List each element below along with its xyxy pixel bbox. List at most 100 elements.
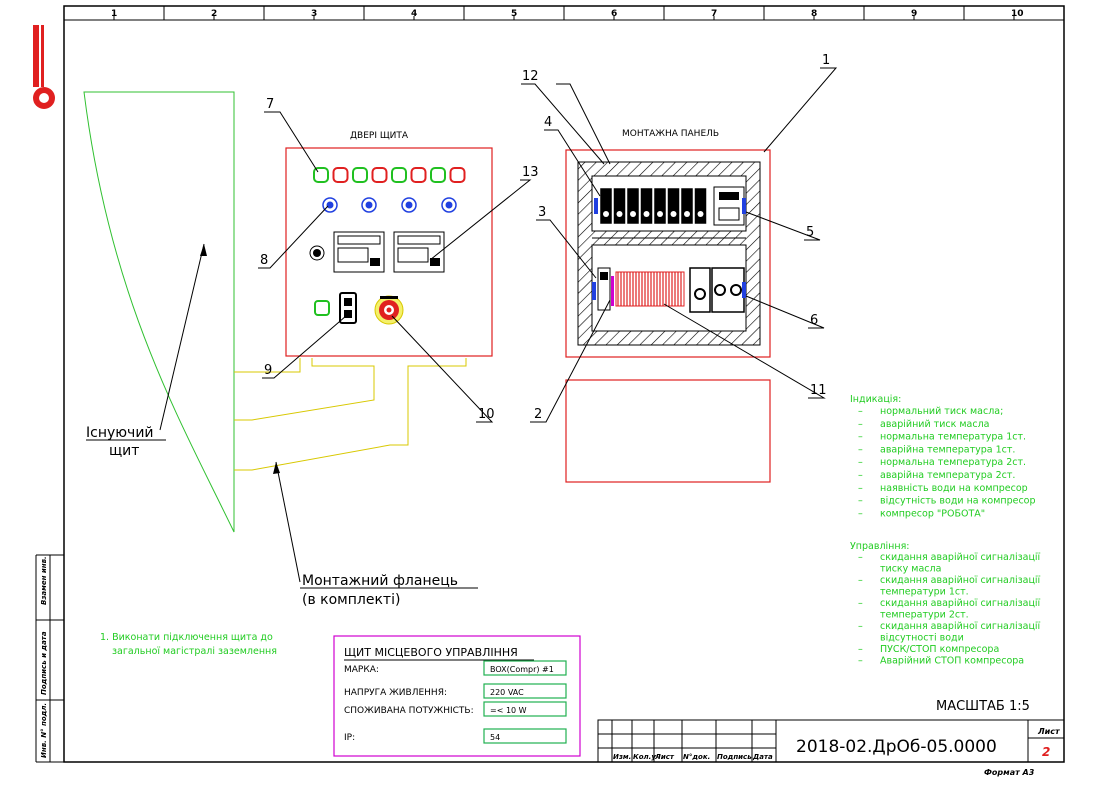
- general-note-line-1: 1. Виконати підключення щита до: [100, 632, 273, 643]
- sheet-number: 2: [1042, 745, 1050, 759]
- callout-label: 12: [522, 69, 539, 84]
- terminal-screw: [603, 211, 609, 217]
- flange-arrowhead: [273, 462, 280, 474]
- general-note-line-2: загальної магістралі заземлення: [112, 646, 277, 657]
- indicator-note-item: нормальна температура 2ст.: [880, 457, 1026, 468]
- existing-board-outline: [83, 91, 235, 533]
- reset-button-icon: [361, 197, 377, 213]
- title-block-header: N°док.: [683, 753, 710, 761]
- reset-button-icon: [441, 197, 457, 213]
- mounting-duct: [234, 358, 467, 471]
- indicator-notes-list: – нормальний тиск масла; – аварійний тиск м…: [858, 406, 1036, 519]
- control-note-dash: –: [858, 552, 863, 563]
- heater-body: [615, 271, 685, 307]
- grid-column-label: 9: [911, 9, 917, 19]
- reset-button-center: [365, 201, 373, 209]
- side-stamp-sign: Подпись и дата: [40, 631, 48, 695]
- terminal-screw: [670, 211, 677, 217]
- run-lamp-icon: [314, 300, 330, 316]
- indicator-note-item: наявність води на компресор: [880, 483, 1028, 494]
- terminal-block: [640, 187, 653, 225]
- spec-stamp-value: =< 10 W: [490, 706, 527, 715]
- reset-button-icon: [322, 197, 338, 213]
- control-note-item: відсутності води: [880, 633, 964, 644]
- grid-column-label: 2: [211, 9, 217, 19]
- terminal-block: [653, 187, 667, 225]
- spec-stamp-label: СПОЖИВАНА ПОТУЖНІСТЬ:: [344, 706, 474, 716]
- callout-label: 2: [534, 407, 542, 422]
- indicator-lamp-icon: [313, 167, 329, 183]
- control-note-item: температури 1ст.: [880, 587, 969, 598]
- relay-block: [594, 186, 746, 226]
- callout-leaders: [258, 67, 838, 423]
- existing-board-label-1: Існуючий: [86, 425, 154, 441]
- indicator-lamp-icon: [449, 167, 466, 183]
- indicator-note-dash: –: [858, 496, 863, 507]
- indicator-note-dash: –: [858, 508, 863, 519]
- grid-column-label: 8: [811, 9, 817, 19]
- temperature-controller-2: [393, 231, 445, 273]
- terminal-screw: [643, 211, 650, 217]
- door-title: ДВЕРІ ЩИТА: [350, 131, 409, 141]
- title-block-header: Изм.: [613, 753, 631, 761]
- grid-column-label: 10: [1011, 9, 1024, 19]
- indicator-note-item: аварійний тиск масла: [880, 419, 989, 430]
- indicator-lamps: [313, 167, 466, 183]
- grid-column-label: 4: [411, 9, 417, 19]
- title-block-header: Кол.уч.: [633, 753, 663, 761]
- indicator-note-item: нормальний тиск масла;: [880, 406, 1003, 417]
- spec-stamp-field: [483, 728, 567, 744]
- terminal-screw: [630, 211, 636, 217]
- title-block-header: Подпись: [717, 753, 752, 761]
- power-terminals: [689, 267, 746, 313]
- spec-stamp-title: ЩИТ МІСЦЕВОГО УПРАВЛІННЯ: [344, 646, 518, 659]
- indicator-lamp-icon: [352, 167, 368, 183]
- grid-column-label: 7: [711, 9, 717, 19]
- emergency-stop-icon: [374, 295, 404, 325]
- indicator-note-item: компресор "РОБОТА": [880, 508, 985, 519]
- callout-label: 5: [806, 225, 814, 240]
- grid-column-label: 6: [611, 9, 617, 19]
- terminal-block: [667, 187, 680, 225]
- spec-stamp-border: [333, 635, 581, 757]
- format-label: Формат А3: [984, 768, 1035, 777]
- callout-label: 7: [266, 97, 274, 112]
- side-stamp-inv: Инв. N° подл.: [40, 703, 48, 758]
- indicator-lamp-icon: [371, 167, 388, 183]
- terminal-screw: [657, 211, 663, 217]
- callout-label: 8: [260, 253, 268, 268]
- spec-stamp-field: [483, 660, 567, 676]
- lower-box: [565, 379, 771, 483]
- reset-buttons: [322, 197, 457, 213]
- callout-label: 11: [810, 383, 827, 398]
- indicator-note-dash: –: [858, 457, 863, 468]
- heater-element: [615, 271, 685, 307]
- control-note-item: тиску масла: [880, 564, 941, 575]
- door-outline: [285, 147, 493, 357]
- indicator-note-dash: –: [858, 432, 863, 443]
- flange-label-2: (в комплекті): [302, 592, 400, 608]
- terminal-screw: [616, 211, 623, 217]
- indicator-lamp-icon: [410, 167, 427, 183]
- terminal-block: [680, 187, 694, 225]
- panel-title: МОНТАЖНА ПАНЕЛЬ: [622, 129, 719, 139]
- title-block-header: Дата: [752, 753, 773, 761]
- indicator-note-item: аварійна температура 2ст.: [880, 470, 1015, 481]
- company-logo: [33, 25, 55, 109]
- control-note-item: ПУСК/СТОП компресора: [880, 644, 999, 655]
- indicator-notes-title: Індикація:: [850, 394, 901, 405]
- panel-outline: [565, 149, 771, 358]
- terminal-blocks: [599, 187, 707, 225]
- title-block-header: Лист: [654, 753, 675, 761]
- control-note-dash: –: [858, 598, 863, 609]
- spec-stamp-value: 220 VAC: [490, 688, 524, 697]
- callout-label: 10: [478, 407, 495, 422]
- callout-label: 3: [538, 205, 546, 220]
- spec-stamp-value: 54: [490, 733, 500, 742]
- indicator-lamp-icon: [391, 167, 407, 183]
- indicator-note-dash: –: [858, 406, 863, 417]
